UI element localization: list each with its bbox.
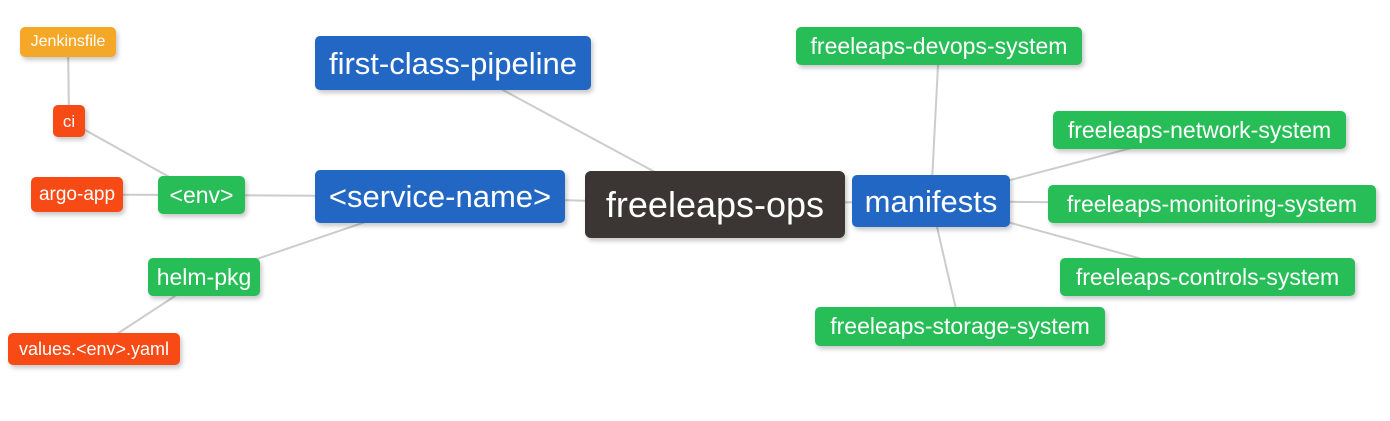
node-env[interactable]: <env> [158,176,245,214]
node-first-class-pipeline[interactable]: first-class-pipeline [315,36,591,90]
node-values-env-yaml[interactable]: values.<env>.yaml [8,333,180,365]
node-freeleaps-monitoring-system[interactable]: freeleaps-monitoring-system [1048,185,1376,223]
node-argo-app[interactable]: argo-app [31,177,123,212]
node-freeleaps-storage-system[interactable]: freeleaps-storage-system [815,307,1105,346]
node-freeleaps-ops[interactable]: freeleaps-ops [585,171,845,238]
node-freeleaps-controls-system[interactable]: freeleaps-controls-system [1060,258,1355,296]
node-freeleaps-devops-system[interactable]: freeleaps-devops-system [796,27,1082,65]
node-service-name[interactable]: <service-name> [315,170,565,223]
node-helm-pkg[interactable]: helm-pkg [148,258,260,296]
node-jenkinsfile[interactable]: Jenkinsfile [20,27,116,57]
node-freeleaps-network-system[interactable]: freeleaps-network-system [1053,111,1346,149]
node-ci[interactable]: ci [53,105,85,137]
node-manifests[interactable]: manifests [852,175,1010,227]
